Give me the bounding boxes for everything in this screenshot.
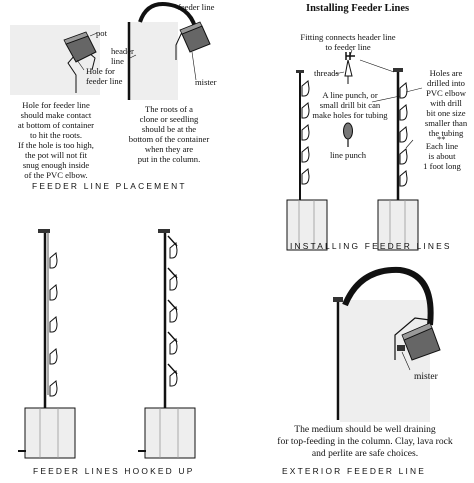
exterior-feeder-tube bbox=[342, 266, 434, 326]
fitting-note: Fitting connects header line to feeder l… bbox=[300, 32, 396, 52]
note-line: 1 foot long bbox=[423, 161, 461, 171]
pot-label: pot bbox=[96, 28, 107, 38]
note-line: small drill bit can bbox=[319, 100, 381, 110]
punch-label: line punch bbox=[330, 150, 367, 160]
hole-label-line-2: feeder line bbox=[86, 76, 123, 86]
exterior-caption: EXTERIOR FEEDER LINE bbox=[282, 466, 427, 476]
placement-left-figure bbox=[10, 25, 100, 95]
install-column-right bbox=[359, 59, 423, 251]
line-punch-icon bbox=[343, 122, 353, 147]
note-line: at bottom of container bbox=[17, 120, 95, 130]
feeder-line-label: feeder line bbox=[178, 2, 215, 12]
hole-label-line-1: Hole for bbox=[86, 66, 115, 76]
threads-label: threads bbox=[314, 68, 339, 78]
exterior-note: The medium should be well draining for t… bbox=[256, 424, 474, 460]
note-line: with drill bbox=[430, 98, 462, 108]
header-line-label: header line bbox=[111, 46, 134, 66]
installing-caption: INSTALLING FEEDER LINES bbox=[290, 241, 452, 251]
each-line-note: Each line is about 1 foot long bbox=[412, 141, 472, 171]
note-line: Each line bbox=[425, 141, 459, 151]
note-line: to feeder line bbox=[325, 42, 371, 52]
note-line: the pot will not fit bbox=[24, 150, 88, 160]
note-line: PVC elbow bbox=[426, 88, 466, 98]
note-line: The roots of a bbox=[145, 104, 193, 114]
exterior-mister-label: mister bbox=[414, 372, 438, 382]
note-line: snug enough inside bbox=[22, 160, 90, 170]
header-label-line-2: line bbox=[111, 56, 124, 66]
note-line: should make contact bbox=[20, 110, 92, 120]
note-line: drilled into bbox=[427, 78, 465, 88]
note-line: bit one size bbox=[426, 108, 466, 118]
note-line: The medium should be well draining bbox=[294, 424, 436, 435]
divider-mark: ** bbox=[437, 134, 446, 144]
note-line: bottom of the container bbox=[128, 134, 210, 144]
punch-note: A line punch, or small drill bit can mak… bbox=[308, 90, 392, 120]
placement-caption: FEEDER LINE PLACEMENT bbox=[32, 181, 187, 191]
note-line: A line punch, or bbox=[322, 90, 378, 100]
note-line: smaller than bbox=[424, 118, 468, 128]
placement-right-note: The roots of a clone or seedling should … bbox=[117, 104, 221, 164]
exterior-figure bbox=[333, 266, 441, 422]
note-line: should be at the bbox=[141, 124, 197, 134]
note-line: make holes for tubing bbox=[312, 110, 388, 120]
mister-label: mister bbox=[195, 77, 217, 87]
note-line: If the hole is too high, bbox=[18, 140, 94, 150]
note-line: for top-feeding in the column. Clay, lav… bbox=[277, 436, 453, 447]
note-line: put in the column. bbox=[137, 154, 201, 164]
pot-icon-3 bbox=[401, 322, 441, 361]
hooked-column-right bbox=[138, 229, 196, 459]
note-line: and perlite are safe choices. bbox=[311, 448, 419, 459]
installing-title: Installing Feeder Lines bbox=[306, 3, 410, 14]
pot-icon-2 bbox=[179, 21, 211, 53]
install-column-left bbox=[286, 70, 328, 251]
holes-note: Holes are drilled into PVC elbow with dr… bbox=[418, 68, 474, 138]
note-line: Holes are bbox=[429, 68, 463, 78]
placement-right-figure bbox=[127, 2, 211, 100]
placement-left-note: Hole for feeder line should make contact… bbox=[0, 100, 112, 180]
hooked-column-left bbox=[18, 229, 76, 459]
note-line: Hole for feeder line bbox=[22, 100, 90, 110]
hole-label: Hole for feeder line bbox=[86, 66, 123, 86]
hooked-caption: FEEDER LINES HOOKED UP bbox=[33, 466, 195, 476]
note-line: clone or seedling bbox=[139, 114, 199, 124]
note-line: is about bbox=[428, 151, 456, 161]
note-line: of the PVC elbow. bbox=[24, 170, 88, 180]
pot-icon bbox=[63, 31, 97, 63]
note-line: when they are bbox=[144, 144, 194, 154]
fitting-figure bbox=[334, 49, 355, 84]
note-line: Fitting connects header line bbox=[300, 32, 396, 42]
header-label-line-1: header bbox=[111, 46, 134, 56]
note-line: the tubing bbox=[428, 128, 464, 138]
note-line: to hit the roots. bbox=[29, 130, 83, 140]
